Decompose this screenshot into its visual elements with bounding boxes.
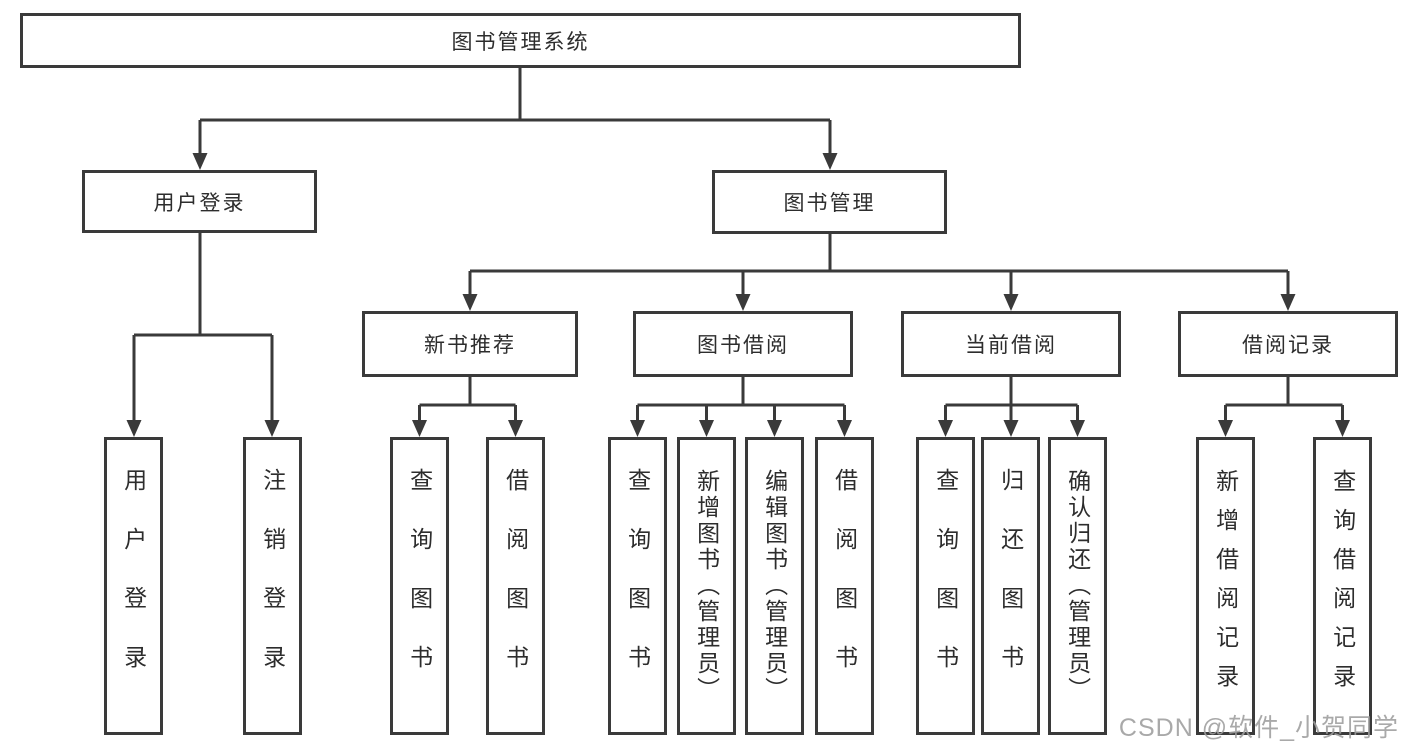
leaf-label: 借阅图书 [502,468,529,704]
leaf-add-book-admin: 新增图书（管理员） [677,437,736,735]
leaf-label: 编辑图书（管理员） [761,469,788,703]
node-book-management: 图书管理 [712,170,947,234]
node-new-book-recommend: 新书推荐 [362,311,578,377]
node-user-login: 用户登录 [82,170,317,233]
leaf-borrow-books-recommend: 借阅图书 [486,437,545,735]
leaf-label: 查询借阅记录 [1329,469,1356,703]
leaf-label: 查询图书 [932,468,959,704]
leaf-label: 新增图书（管理员） [693,469,720,703]
leaf-user-login: 用户登录 [104,437,163,735]
leaf-query-books-current: 查询图书 [916,437,975,735]
node-borrowing-records: 借阅记录 [1178,311,1398,377]
leaf-label: 用户登录 [120,468,147,704]
leaf-label: 归还图书 [997,468,1024,704]
connector-lines [132,68,1344,423]
leaf-confirm-return-admin: 确认归还（管理员） [1048,437,1107,735]
leaf-label: 新增借阅记录 [1212,469,1239,703]
leaf-query-books-recommend: 查询图书 [390,437,449,735]
leaf-borrow-books: 借阅图书 [815,437,874,735]
arrowhead-icon [126,153,1350,437]
leaf-query-borrow-record: 查询借阅记录 [1313,437,1372,735]
node-library-management-system: 图书管理系统 [20,13,1021,68]
node-current-borrowing: 当前借阅 [901,311,1121,377]
leaf-label: 注销登录 [259,468,286,704]
leaf-logout: 注销登录 [243,437,302,735]
leaf-label: 查询图书 [624,468,651,704]
leaf-label: 确认归还（管理员） [1064,469,1091,703]
leaf-label: 借阅图书 [831,468,858,704]
leaf-add-borrow-record: 新增借阅记录 [1196,437,1255,735]
leaf-edit-book-admin: 编辑图书（管理员） [745,437,804,735]
leaf-return-book: 归还图书 [981,437,1040,735]
leaf-label: 查询图书 [406,468,433,704]
node-book-borrowing: 图书借阅 [633,311,853,377]
csdn-watermark: CSDN @软件_小贺同学 [1118,714,1399,742]
leaf-query-books-borrow: 查询图书 [608,437,667,735]
